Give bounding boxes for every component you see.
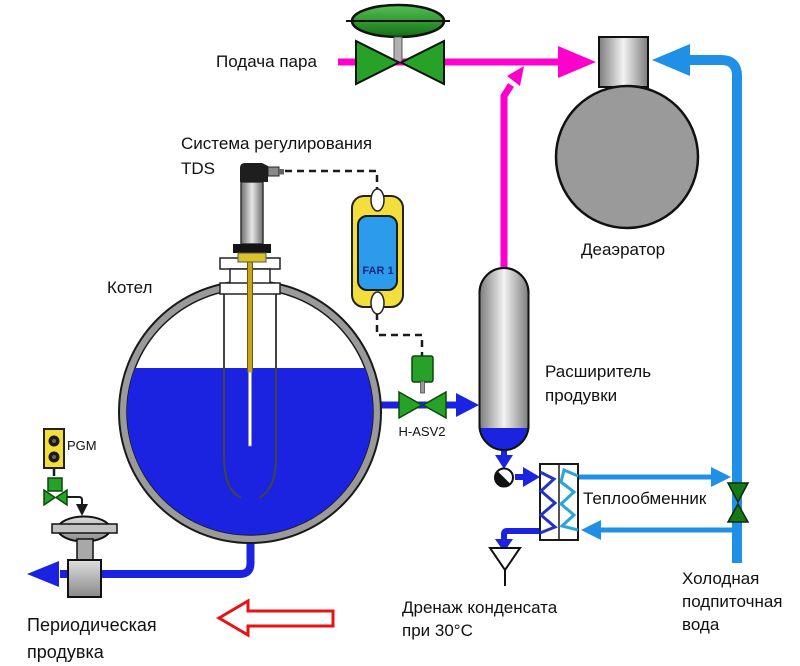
label-far1-controller: FAR 1: [362, 265, 394, 277]
far1-screen: [357, 215, 398, 291]
blowdown-expander-vessel: [478, 267, 530, 451]
steam-pipe: [338, 46, 596, 268]
condensate-drain-funnel: [488, 547, 522, 586]
label-boiler: Котел: [107, 278, 153, 297]
heat-exchanger: [538, 463, 579, 541]
dip-tube: [223, 294, 277, 499]
bottom-blowdown-valve: [51, 515, 118, 598]
label-tds-system: Система регулирования TDS: [181, 134, 373, 178]
manual-blowdown-valve: [43, 477, 88, 516]
signal-dashed-lines: [52, 169, 424, 478]
sensor-head-icon: [240, 163, 268, 182]
label-hasv2-valve: H-ASV2: [398, 424, 446, 439]
tds-probe-sensor: [233, 163, 284, 447]
hasv2-blowdown-valve: [398, 355, 447, 420]
label-periodic-blowdown: Периодическая продувка: [27, 615, 157, 662]
far1-controller: [351, 188, 404, 315]
label-cold-makeup-water: Холодная подпиточная вода: [682, 569, 783, 634]
steam-control-valve: [346, 3, 450, 86]
deaerator-vessel: [554, 36, 700, 230]
drain-pipe: [495, 444, 540, 552]
label-expander: Расширитель продувки: [545, 362, 652, 405]
label-deaerator: Деаэратор: [581, 240, 666, 259]
pgm-timer-unit: [43, 428, 65, 469]
sight-glass-icon: [494, 467, 514, 488]
label-steam-supply: Подача пара: [216, 52, 317, 71]
label-pgm-unit: PGM: [67, 438, 97, 453]
check-valve-pair: [726, 482, 750, 523]
label-heat-exchanger: Теплообменник: [583, 489, 707, 508]
makeup-water-pipe: [578, 44, 742, 563]
label-condensate-drain: Дренаж конденсата при 30°C: [402, 598, 558, 640]
red-flow-arrow: [216, 598, 335, 638]
